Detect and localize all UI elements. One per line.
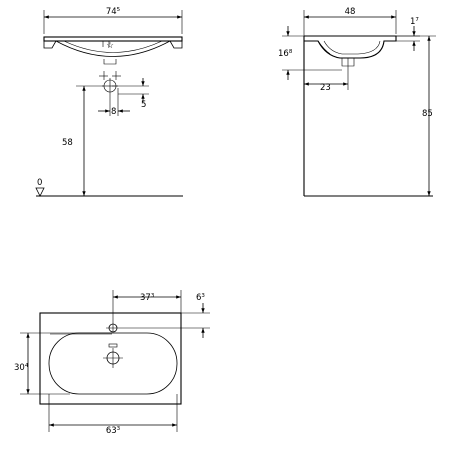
front-floor-label: 0 xyxy=(37,178,42,188)
front-drain-body xyxy=(103,59,117,65)
side-view: 48 17 168 23 85 xyxy=(278,7,436,197)
side-top-label: 17 xyxy=(410,17,419,27)
front-basin-right-lip xyxy=(169,40,183,49)
top-basin-outline xyxy=(39,312,182,405)
front-width-label: 745 xyxy=(106,7,121,17)
top-bowl-outline xyxy=(48,332,178,395)
front-basin-inner-line xyxy=(63,40,163,53)
front-view: 745 ☆ 5 xyxy=(35,7,183,197)
side-basin-edge xyxy=(317,40,331,55)
side-bowl-label: 168 xyxy=(278,49,293,59)
side-basin-inner-line xyxy=(323,40,381,55)
top-depth-label: 304 xyxy=(14,363,29,373)
front-height-label: 58 xyxy=(62,138,73,148)
front-basin-underside xyxy=(55,40,171,57)
top-edge-label: 63 xyxy=(196,293,205,303)
front-offset-label: 8 xyxy=(111,107,116,117)
front-basin-rim xyxy=(43,36,183,42)
side-depth-label: 48 xyxy=(345,7,356,17)
side-basin-outline xyxy=(304,35,397,59)
side-height-label: 85 xyxy=(422,109,433,119)
top-tap-label: 373 xyxy=(140,293,155,303)
side-drain-label: 23 xyxy=(320,83,331,93)
top-width-label: 633 xyxy=(106,426,121,436)
top-view: 373 63 304 633 xyxy=(14,290,210,436)
front-basin-left-lip xyxy=(43,40,57,49)
top-overflow xyxy=(108,343,118,348)
front-tap-marker-icon: ☆ xyxy=(106,41,114,51)
side-basin-section xyxy=(304,35,397,90)
front-basin-profile: ☆ xyxy=(43,36,183,65)
front-floor-marker-icon xyxy=(35,187,45,197)
front-small-label: 5 xyxy=(141,100,146,110)
